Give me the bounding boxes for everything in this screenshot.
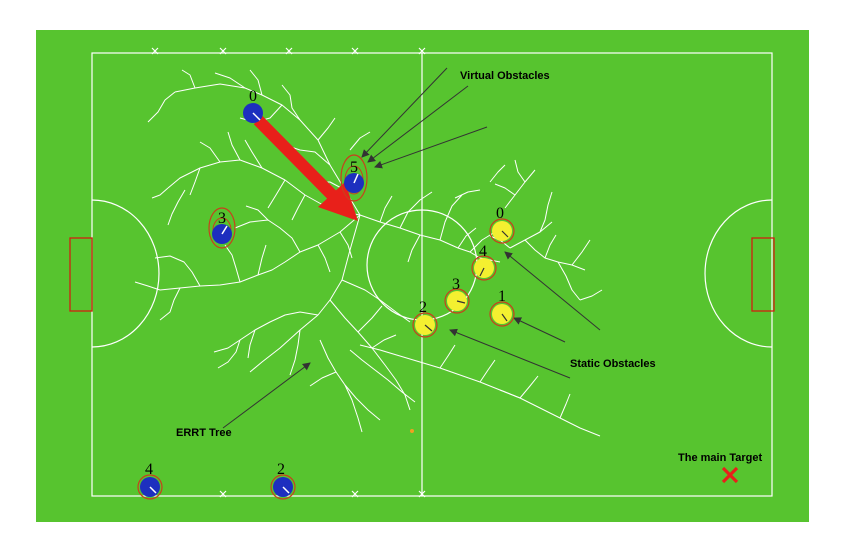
blue-robot-number: 0: [249, 88, 257, 105]
yellow-robot-number: 2: [419, 299, 427, 316]
errt-tree-pointer: [222, 362, 311, 429]
errt-tree-label: ERRT Tree: [176, 427, 232, 439]
annotation-pointers: [222, 67, 601, 429]
virtual-obstacles-pointer-2: [367, 85, 469, 163]
blue-robot-number: 5: [350, 159, 358, 176]
yellow-robot-number: 4: [479, 243, 487, 260]
yellow-robot-2: 2: [412, 299, 438, 338]
blue-robot-number: 4: [145, 461, 153, 478]
yellow-robot-0: 0: [489, 205, 515, 244]
yellow-robot-number: 0: [496, 205, 504, 222]
arrow-icon: [253, 115, 358, 221]
yellow-robot-number: 1: [498, 288, 506, 305]
errt-tree: [134, 69, 603, 437]
main-target-label: The main Target: [678, 452, 762, 464]
static-obstacles-pointer-3: [449, 328, 571, 379]
right-penalty-arc: [704, 199, 773, 348]
static-obstacles-pointer-2: [513, 317, 566, 343]
virtual-obstacles-pointer-1: [361, 67, 448, 158]
blue-robot-2: 2: [270, 461, 296, 500]
blue-robot-number: 2: [277, 461, 285, 478]
ball-dot: [410, 429, 414, 433]
boundary-markers: [151, 47, 426, 498]
x-mark-icon: [721, 466, 739, 484]
yellow-robot-1: 1: [489, 288, 515, 327]
left-goal: [69, 237, 93, 312]
yellow-robot-number: 3: [452, 276, 460, 293]
left-penalty-arc: [91, 199, 160, 348]
blue-robot-0: 0: [243, 88, 263, 123]
blue-robot-3: 3: [208, 207, 236, 249]
yellow-robot-3: 3: [444, 276, 470, 314]
blue-robot-4: 4: [137, 461, 163, 500]
right-goal: [751, 237, 775, 312]
blue-robot-number: 3: [218, 210, 226, 227]
static-obstacles-label: Static Obstacles: [570, 358, 656, 370]
static-obstacles-pointer-1: [504, 251, 601, 331]
virtual-obstacles-label: Virtual Obstacles: [460, 70, 550, 82]
blue-robot-5: 5: [340, 154, 368, 202]
virtual-obstacles-pointer-3: [374, 126, 488, 169]
yellow-robot-4: 4: [471, 243, 497, 281]
